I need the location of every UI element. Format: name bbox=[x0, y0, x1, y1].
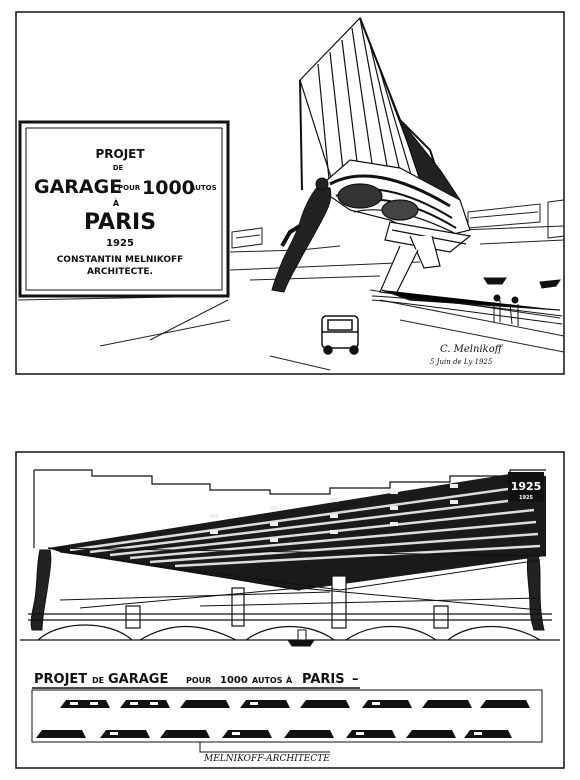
caption-pour: POUR bbox=[186, 676, 211, 685]
caption-garage: GARAGE bbox=[108, 672, 168, 687]
sign-architect-title: ARCHITECTE. bbox=[87, 267, 153, 277]
end-atlas-figures bbox=[30, 549, 545, 631]
architect-bracket bbox=[199, 742, 330, 753]
year-badge: 1925 1925 bbox=[508, 472, 544, 502]
riverside-details bbox=[371, 277, 563, 326]
badge-year-small: 1925 bbox=[519, 495, 533, 501]
car-illustration bbox=[321, 315, 359, 355]
caption-de: DE bbox=[92, 676, 104, 685]
top-perspective-panel: PROJET DE GARAGE POUR 1000 AUTOS À PARIS… bbox=[15, 11, 565, 375]
caption-a: À bbox=[286, 674, 293, 685]
car-rows bbox=[31, 689, 543, 743]
caption-paris: PARIS bbox=[302, 672, 345, 687]
atlas-figure bbox=[271, 177, 332, 293]
sign-inner-frame bbox=[25, 127, 223, 291]
architect-credit: MELNIKOFF-ARCHITECTE bbox=[203, 754, 330, 764]
sign-1000: 1000 bbox=[142, 177, 195, 199]
sign-de: DE bbox=[113, 164, 124, 172]
signature-name: C. Melnikoff bbox=[440, 344, 504, 355]
sign-projet: PROJET bbox=[95, 147, 145, 161]
title-caption: PROJET DE GARAGE POUR 1000 AUTOS À PARIS… bbox=[32, 672, 360, 689]
sign-garage: GARAGE bbox=[34, 176, 122, 198]
ramp-structure bbox=[317, 159, 561, 311]
sign-frame bbox=[18, 120, 230, 298]
signature-date: 5 Juin de Ly 1925 bbox=[430, 358, 493, 366]
garage-elevation bbox=[47, 474, 547, 591]
sign-paris: PARIS bbox=[84, 210, 156, 235]
stepped-roofline bbox=[34, 469, 546, 495]
sign-year: 1925 bbox=[106, 238, 134, 249]
sign-pour: POUR bbox=[118, 184, 141, 192]
boat bbox=[287, 629, 315, 647]
caption-dash: – bbox=[352, 672, 359, 687]
sign-a: À bbox=[113, 197, 120, 208]
sign-autos: AUTOS bbox=[190, 184, 217, 192]
garage-tower bbox=[299, 16, 461, 211]
title-sign-board: PROJET DE GARAGE POUR 1000 AUTOS À PARIS… bbox=[18, 120, 230, 298]
caption-1000: 1000 bbox=[220, 675, 248, 686]
sign-architect-name: CONSTANTIN MELNIKOFF bbox=[57, 255, 184, 265]
badge-year: 1925 bbox=[511, 480, 542, 493]
cross-braces bbox=[59, 551, 541, 611]
caption-autos: AUTOS bbox=[252, 676, 283, 685]
background-buildings bbox=[231, 199, 565, 249]
caption-projet: PROJET bbox=[34, 672, 87, 687]
bottom-elevation-panel: 1925 1925 bbox=[15, 451, 565, 769]
